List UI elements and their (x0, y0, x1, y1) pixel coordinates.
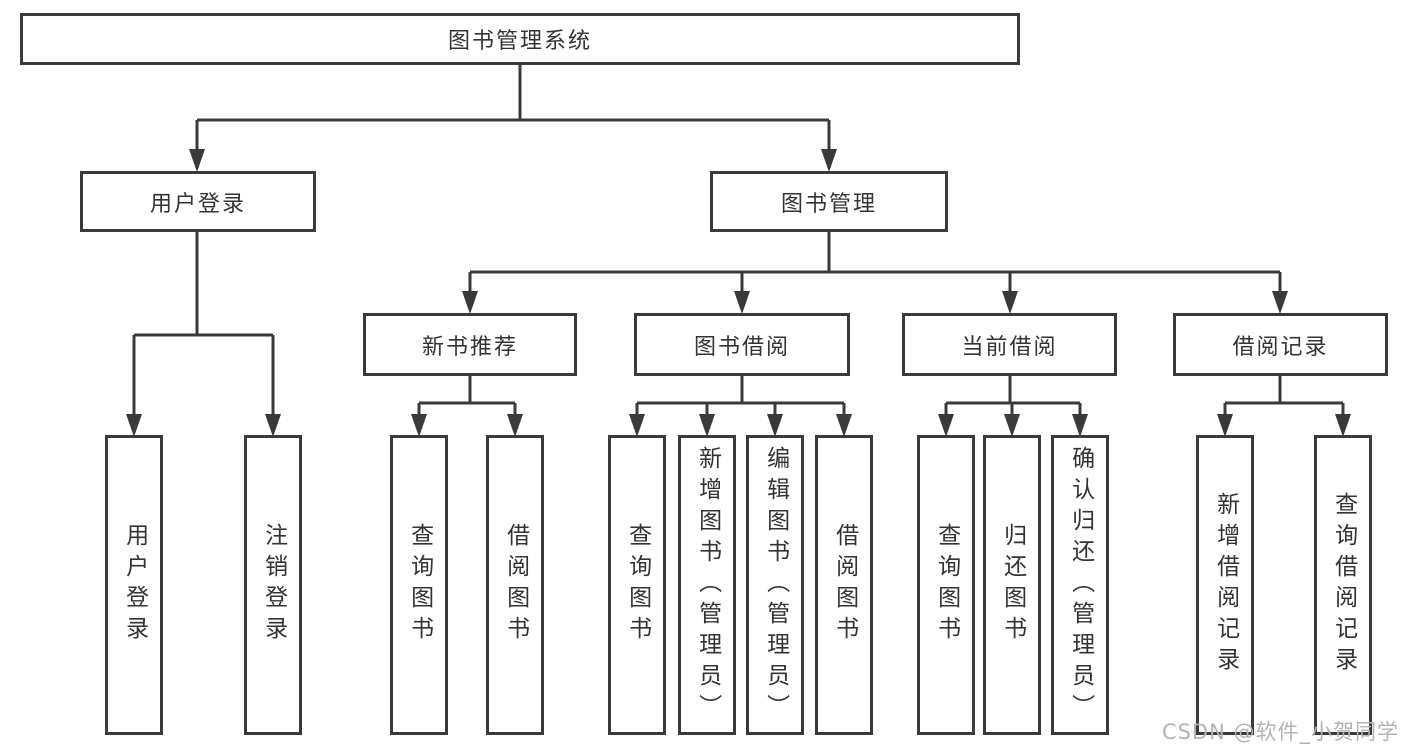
leaf-records-query-record: 查询借阅记录 (1314, 435, 1372, 735)
leaf-current-query-books: 查询图书 (917, 435, 975, 735)
node-label: 编辑图书（管理员） (762, 445, 789, 725)
node-label: 图书管理系统 (447, 29, 592, 54)
watermark-csdn: CSDN @软件_小贺同学 (1161, 720, 1399, 744)
arrowhead-down-icon (1272, 291, 1288, 314)
node-book-management: 图书管理 (710, 171, 948, 232)
node-label: 用户登录 (121, 523, 148, 647)
arrowhead-down-icon (462, 291, 478, 314)
leaf-user-login: 用户登录 (105, 435, 163, 735)
arrowhead-down-icon (507, 414, 523, 437)
node-label: 图书借阅 (693, 334, 790, 360)
arrowhead-down-icon (1072, 414, 1088, 437)
node-label: 借阅记录 (1232, 334, 1329, 360)
leaf-newbook-borrow-books: 借阅图书 (486, 435, 544, 735)
node-library-management-system: 图书管理系统 (20, 13, 1020, 65)
arrowhead-down-icon (938, 414, 954, 437)
arrowhead-down-icon (265, 414, 281, 437)
arrowhead-down-icon (411, 414, 427, 437)
leaf-records-add-record: 新增借阅记录 (1196, 435, 1254, 735)
node-label: 新增图书（管理员） (694, 445, 721, 725)
node-label: 查询图书 (624, 523, 651, 647)
arrowhead-down-icon (126, 414, 142, 437)
node-label: 查询借阅记录 (1330, 492, 1357, 678)
node-label: 新增借阅记录 (1212, 492, 1239, 678)
leaf-borrowing-add-books-admin: 新增图书（管理员） (678, 435, 736, 735)
leaf-borrowing-query-books: 查询图书 (608, 435, 666, 735)
node-label: 查询图书 (406, 523, 433, 647)
arrowhead-down-icon (189, 149, 205, 172)
arrowhead-down-icon (1335, 414, 1351, 437)
node-label: 查询图书 (933, 523, 960, 647)
leaf-borrowing-borrow-books: 借阅图书 (815, 435, 873, 735)
arrowhead-down-icon (629, 414, 645, 437)
node-current-borrowing: 当前借阅 (902, 313, 1117, 376)
node-label: 图书管理 (780, 191, 877, 217)
node-label: 新书推荐 (421, 334, 518, 360)
node-borrowing-records: 借阅记录 (1173, 313, 1388, 376)
leaf-current-confirm-return-admin: 确认归还（管理员） (1051, 435, 1109, 735)
leaf-borrowing-edit-books-admin: 编辑图书（管理员） (746, 435, 804, 735)
arrowhead-down-icon (767, 414, 783, 437)
arrowhead-down-icon (734, 291, 750, 314)
node-label: 当前借阅 (961, 334, 1058, 360)
node-label: 借阅图书 (831, 523, 858, 647)
node-book-borrowing: 图书借阅 (634, 313, 850, 376)
arrowhead-down-icon (1002, 291, 1018, 314)
node-label: 借阅图书 (502, 523, 529, 647)
node-label: 归还图书 (999, 523, 1026, 647)
leaf-current-return-books: 归还图书 (983, 435, 1041, 735)
node-label: 用户登录 (149, 191, 246, 217)
node-label: 确认归还（管理员） (1067, 445, 1094, 725)
arrowhead-down-icon (821, 149, 837, 172)
node-user-login: 用户登录 (80, 171, 316, 232)
node-label: 注销登录 (260, 523, 287, 647)
leaf-logout: 注销登录 (244, 435, 302, 735)
arrowhead-down-icon (1217, 414, 1233, 437)
arrowhead-down-icon (1004, 414, 1020, 437)
node-new-book-recommendation: 新书推荐 (363, 313, 577, 376)
arrowhead-down-icon (836, 414, 852, 437)
leaf-newbook-query-books: 查询图书 (390, 435, 448, 735)
arrowhead-down-icon (699, 414, 715, 437)
